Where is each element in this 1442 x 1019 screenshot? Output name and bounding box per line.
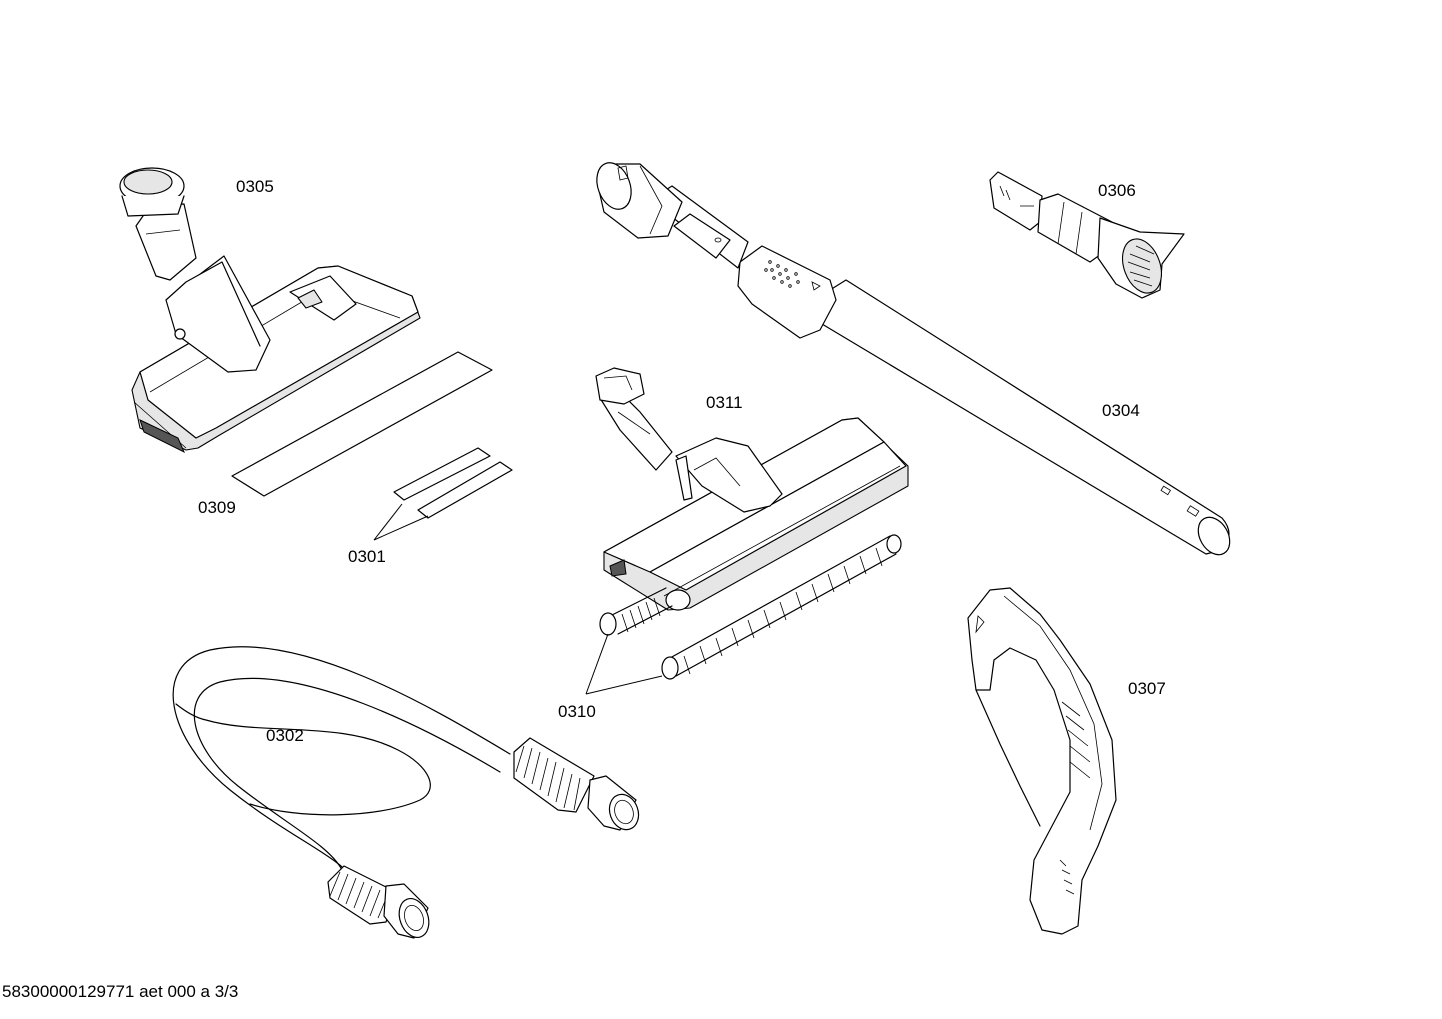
- tube-0304: [596, 162, 1231, 556]
- floor-nozzle-0311: [595, 367, 909, 611]
- label-0301: 0301: [348, 547, 386, 566]
- label-0306: 0306: [1098, 181, 1136, 200]
- floor-nozzle-0305: [119, 167, 421, 454]
- label-0311: 0311: [706, 393, 743, 412]
- crevice-tool-0306: [989, 171, 1185, 299]
- label-0310: 0310: [558, 702, 596, 721]
- label-0304: 0304: [1102, 401, 1140, 420]
- hose-0302: [172, 646, 640, 939]
- strip-0309: [231, 351, 493, 497]
- label-0302: 0302: [266, 726, 304, 745]
- handle-0307: [967, 587, 1117, 935]
- label-0309: 0309: [198, 498, 236, 517]
- strips-0301: [373, 447, 513, 541]
- document-footer: 58300000129771 aet 000 a 3/3: [2, 982, 239, 1001]
- label-0305: 0305: [236, 177, 274, 196]
- brushes-0310: [585, 534, 902, 695]
- label-0307: 0307: [1128, 679, 1166, 698]
